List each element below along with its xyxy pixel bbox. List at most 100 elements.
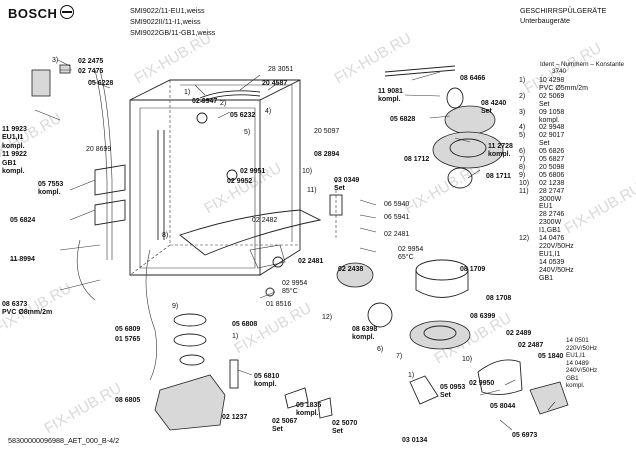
part-label: 02 2481: [298, 258, 324, 265]
model-line-1: SMI9022/11-EU1,weiss: [130, 6, 205, 15]
drain-pump-icon: [529, 381, 569, 415]
part-label: 11 8994: [10, 256, 35, 263]
ref-marker: 10): [302, 168, 313, 175]
legend-item-line: Set: [539, 100, 550, 108]
part-label: 20 4587: [262, 80, 288, 87]
legend-item-line: 02 5069: [539, 92, 565, 100]
bosch-logo-icon: [60, 5, 74, 19]
part-label: 02 9947: [192, 98, 218, 105]
junction-box-icon: [31, 69, 51, 97]
part-label: 20 8699: [86, 146, 112, 153]
legend-item-line: 14 0476: [539, 235, 565, 242]
part-label: 02 2475: [78, 58, 104, 65]
part-label: 08 2894: [314, 151, 340, 158]
legend-item-number: 12): [519, 235, 530, 242]
part-label: 02 9954 65°C: [398, 246, 424, 262]
part-label: 02 5067 Set: [272, 418, 298, 434]
legend-item-number: 9): [519, 171, 526, 179]
legend-item-line: 05 6806: [539, 171, 565, 179]
header-subtitle: Unterbaugeräte: [520, 16, 570, 25]
part-label: 20 5097: [314, 128, 340, 135]
part-label: 01 8516: [266, 301, 292, 308]
legend-item-line: EU1: [539, 203, 553, 211]
model-line-3: SMI9022GB/11-GB1,weiss: [130, 28, 216, 37]
ref-marker: 2): [220, 100, 227, 107]
legend-item-number: 7): [519, 156, 526, 163]
part-label: 02 9954 85°C: [282, 280, 308, 296]
legend-item-line: 05 6827: [539, 156, 565, 163]
legend-item-number: 5): [519, 132, 526, 140]
legend-heading: Ident – Nummern – Konstante: [540, 61, 625, 68]
filter-disc-icon: [432, 131, 504, 169]
ref-marker: 8): [162, 232, 169, 239]
legend-item-line: 09 1058: [539, 108, 565, 116]
legend-item-line: 14 0539: [539, 258, 565, 266]
legend-item-line: I1,GB1: [539, 227, 561, 235]
legend-heading-num: 3740: [552, 68, 567, 75]
part-label: 28 3051: [268, 66, 294, 73]
part-label: 02 2489: [506, 330, 532, 337]
part-label: 05 6828: [390, 116, 416, 123]
brand-name: BOSCH: [8, 6, 58, 21]
sump-pump-icon: [154, 374, 226, 431]
legend-item-line: kompl.: [539, 116, 560, 124]
ref-marker: 9): [172, 303, 179, 310]
part-label: 08 6373 PVC Ø8mm/2m: [2, 301, 53, 317]
legend-item-line: 02 9017: [539, 132, 565, 140]
legend-item-line: 2300W: [539, 219, 562, 227]
ref-marker: 10): [462, 356, 473, 363]
part-label: 02 9951: [240, 168, 266, 175]
ref-marker: 3): [52, 57, 59, 64]
part-label: 11 9923 EU1,I1 kompl. 11 9922 GB1 kompl.: [2, 126, 27, 175]
part-label: 05 1835 kompl.: [296, 402, 322, 418]
header-title: GESCHIRRSPÜLGERÄTE: [520, 6, 607, 15]
part-label: 11 9081 kompl.: [378, 88, 403, 104]
ref-marker: 1): [408, 372, 415, 379]
tub-outline: [129, 79, 301, 276]
model-line-2: SMI9022II/11-I1,weiss: [130, 17, 201, 26]
part-label: 05 6810 kompl.: [254, 373, 280, 389]
part-label: 03 0134: [402, 437, 428, 444]
part-label: 02 9950: [469, 380, 495, 387]
ref-marker: 5): [244, 129, 251, 136]
legend-item-number: 1): [519, 77, 526, 84]
part-label: 02 2487: [518, 342, 544, 349]
legend-item-line: GB1: [539, 274, 554, 282]
part-label: 11 2728 kompl.: [488, 143, 513, 159]
part-label: 05 6228: [88, 80, 114, 87]
part-label: 02 2482: [252, 217, 278, 224]
ref-marker: 12): [322, 314, 333, 321]
part-label: 01 5765: [115, 336, 141, 343]
part-label: 02 2438: [338, 266, 364, 273]
legend-item-line: 10 4298: [539, 77, 565, 84]
part-label: 05 6973: [512, 432, 538, 439]
ref-marker: 6): [377, 346, 384, 353]
legend-item-line: Set: [539, 140, 550, 148]
legend-item-number: 4): [519, 124, 526, 132]
part-label: 08 6399: [470, 313, 496, 320]
legend-item-line: EU1,I1: [539, 250, 561, 258]
part-label: 08 6466: [460, 75, 486, 82]
part-label: 08 6805: [115, 397, 141, 404]
part-label: 02 9952: [227, 178, 253, 185]
part-label: 08 6398 kompl.: [352, 326, 378, 342]
legend-item-number: 2): [519, 92, 526, 100]
legend-item-number: 8): [519, 163, 526, 171]
part-label: 05 8044: [490, 403, 516, 410]
circulation-pump-icon: [336, 262, 374, 288]
part-label: 05 7553 kompl.: [38, 181, 64, 197]
ref-marker: 1): [232, 333, 239, 340]
part-label: 08 4240 Set: [481, 100, 507, 116]
part-label: 02 7475: [78, 68, 104, 75]
legend-item-line: 28 2746: [539, 211, 565, 219]
part-label: 02 5070 Set: [332, 420, 358, 436]
part-label: 08 1708: [486, 295, 512, 302]
legend-item-line: 05 6826: [539, 148, 565, 156]
ref-marker: 1): [184, 89, 191, 96]
part-label: 05 6808: [232, 321, 258, 328]
part-label: 03 0349 Set: [334, 177, 360, 193]
ref-marker: 4): [265, 108, 272, 115]
legend-item-number: 10): [519, 179, 530, 187]
part-label: 02 1237: [222, 414, 248, 421]
part-label: 06 5940: [384, 201, 410, 208]
